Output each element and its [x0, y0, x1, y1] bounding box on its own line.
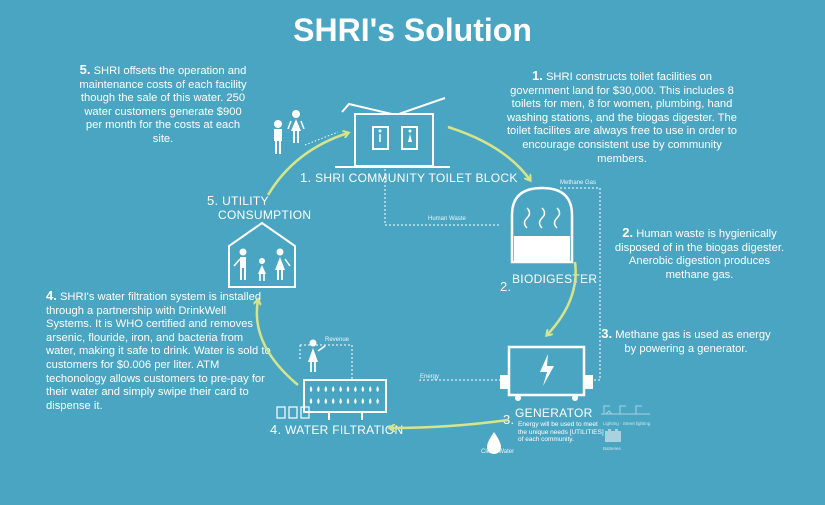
step-4-body: SHRI's water filtration system is instal… — [46, 291, 271, 412]
filter-drop-icon — [354, 386, 357, 392]
filter-drop-icon — [339, 386, 342, 392]
filter-drop-icon — [317, 386, 320, 392]
filter-drop-icon — [368, 398, 372, 404]
methane-gas-label: Methane Gas — [560, 180, 597, 186]
biodigester-number: 2. — [500, 279, 512, 294]
filter-drop-icon — [317, 398, 320, 404]
generator-note-line-2: the unique needs [UTILITIES] — [518, 428, 604, 436]
utility-caption-lighting: Lighting · Street lighting — [603, 421, 651, 426]
filter-drop-icon — [368, 386, 372, 392]
water-filtration-icon — [303, 379, 387, 420]
step-2-number: 2. — [622, 225, 634, 240]
filter-drop-icon — [324, 386, 328, 392]
utility-number: 5. — [207, 193, 219, 208]
path-dots — [304, 131, 339, 146]
filter-drop-icon — [376, 398, 379, 404]
revenue-label: Revenue — [325, 337, 350, 343]
filter-drop-icon — [331, 386, 335, 392]
toilet-block-name: SHRI COMMUNITY TOILET BLOCK — [315, 171, 518, 185]
energy-label: Energy — [420, 374, 440, 380]
page-title: SHRI's Solution — [293, 12, 532, 48]
water-filtration-number: 4. — [270, 422, 282, 437]
toilet-block-number: 1. — [300, 170, 312, 185]
human-waste-label: Human Waste — [428, 216, 466, 222]
step-3-number: 3. — [601, 326, 613, 341]
toilet-block-icon — [335, 97, 450, 168]
arrow-biodigester-to-generator — [547, 261, 577, 335]
generator-name: GENERATOR — [515, 406, 593, 420]
utility-name-1: UTILITY — [222, 194, 269, 208]
people-icon — [274, 110, 305, 154]
step-5-body: SHRI offsets the operation and maintenan… — [79, 65, 247, 145]
water-filtration-name: WATER FILTRATION — [285, 423, 404, 437]
water-drop-icon — [487, 432, 501, 454]
lighting-icon — [601, 405, 650, 415]
biodigester-icon — [510, 186, 574, 264]
toilet-block-label: 1. SHRI COMMUNITY TOILET BLOCK — [300, 170, 518, 185]
step-3-text: 3. Methane gas is used as energy by powe… — [600, 327, 772, 356]
generator-note: Energy will be used to meet the unique n… — [518, 421, 604, 444]
step-1-text: 1. SHRI constructs toilet facilities on … — [504, 69, 740, 166]
utility-name-2: CONSUMPTION — [218, 208, 312, 222]
arrow-filtration-to-utility — [257, 300, 299, 386]
step-5-text: 5. SHRI offsets the operation and mainte… — [78, 63, 248, 147]
filter-drop-icon — [361, 398, 365, 404]
arrow-utility-to-toilet — [266, 133, 348, 196]
step-4-number: 4. — [46, 288, 57, 303]
filter-drop-icon — [339, 398, 342, 404]
utility-consumption-label: 5. UTILITY CONSUMPTION — [207, 193, 312, 223]
generator-label: GENERATOR — [515, 406, 593, 420]
arrow-toilet-to-biodigester — [447, 125, 530, 180]
water-cups-icon — [276, 406, 310, 419]
step-3-body: Methane gas is used as energy by powerin… — [615, 329, 771, 355]
filter-drop-icon — [376, 386, 379, 392]
utility-caption-batteries: Batteries — [603, 446, 621, 451]
filter-drop-icon — [361, 386, 365, 392]
filter-drop-icon — [354, 398, 357, 404]
filter-drop-icon — [346, 398, 350, 404]
filter-drop-icon — [309, 398, 313, 404]
filter-drop-icon — [331, 398, 335, 404]
generator-number: 3. — [503, 412, 515, 427]
dotted-connectors — [299, 165, 601, 382]
step-1-number: 1. — [532, 68, 543, 83]
step-5-number: 5. — [79, 62, 91, 77]
filter-drop-icon — [346, 386, 350, 392]
filter-drop-icon — [324, 398, 328, 404]
generator-note-line-1: Energy will be used to meet — [518, 421, 598, 428]
step-2-text: 2. Human waste is hygienically disposed … — [612, 226, 787, 282]
arrow-generator-to-filtration — [390, 418, 509, 428]
water-filtration-label: 4. WATER FILTRATION — [270, 422, 403, 437]
step-4-text: 4. SHRI's water filtration system is ins… — [46, 289, 274, 413]
generator-icon — [500, 345, 593, 401]
house-family-icon — [228, 221, 296, 288]
step-1-body: SHRI constructs toilet facilities on gov… — [506, 71, 738, 165]
customer-icon — [308, 339, 326, 372]
battery-icon — [605, 429, 621, 442]
step-2-body: Human waste is hygienically disposed of … — [614, 228, 785, 281]
filter-drop-icon — [309, 386, 313, 392]
generator-note-line-3: of each community. — [518, 436, 574, 443]
